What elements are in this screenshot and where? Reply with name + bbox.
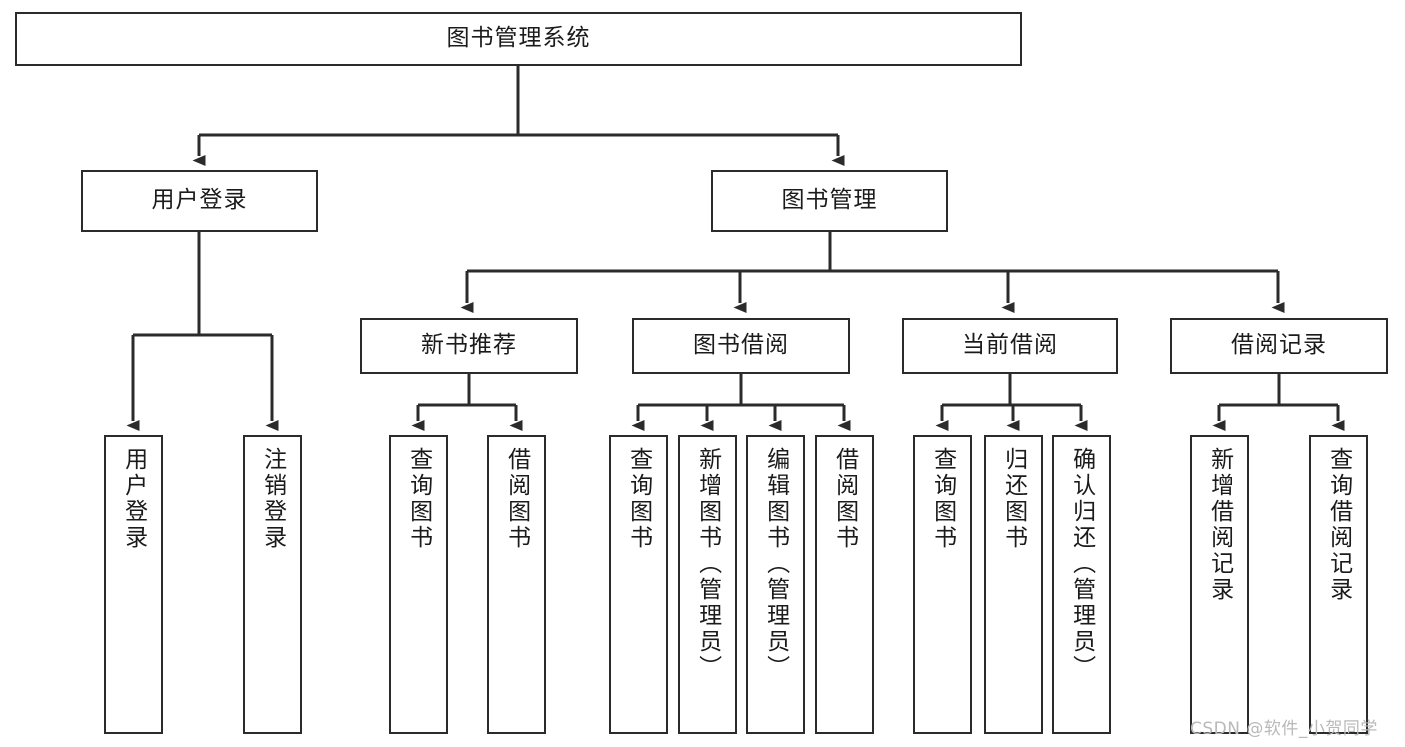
node-borrow-record[interactable]: 借阅记录 bbox=[1170, 318, 1388, 374]
node-leaf-query-book-2[interactable]: 查询图书 bbox=[609, 435, 668, 734]
node-leaf-user-logout-label: 注销登录 bbox=[259, 447, 286, 551]
node-leaf-add-book[interactable]: 新增图书（管理员） bbox=[678, 435, 737, 734]
node-leaf-user-logout[interactable]: 注销登录 bbox=[243, 435, 302, 734]
node-leaf-user-login[interactable]: 用户登录 bbox=[104, 435, 163, 734]
node-leaf-confirm-return-label: 确认归还（管理员） bbox=[1068, 447, 1095, 681]
node-leaf-return-book[interactable]: 归还图书 bbox=[984, 435, 1043, 734]
node-leaf-add-book-label: 新增图书（管理员） bbox=[694, 447, 721, 681]
node-leaf-borrow-book-2-label: 借阅图书 bbox=[831, 447, 858, 551]
node-borrow-record-label: 借阅记录 bbox=[1231, 332, 1327, 359]
node-book-manage[interactable]: 图书管理 bbox=[711, 170, 948, 232]
node-leaf-query-book-3-label: 查询图书 bbox=[929, 447, 956, 551]
node-leaf-add-record-label: 新增借阅记录 bbox=[1206, 447, 1233, 603]
node-new-book-rec-label: 新书推荐 bbox=[421, 332, 517, 359]
node-leaf-borrow-book-1-label: 借阅图书 bbox=[503, 447, 530, 551]
node-current-borrow[interactable]: 当前借阅 bbox=[902, 318, 1118, 374]
node-root-label: 图书管理系统 bbox=[446, 25, 591, 52]
node-leaf-user-login-label: 用户登录 bbox=[120, 447, 147, 551]
node-leaf-confirm-return[interactable]: 确认归还（管理员） bbox=[1052, 435, 1111, 734]
node-leaf-borrow-book-2[interactable]: 借阅图书 bbox=[815, 435, 874, 734]
node-current-borrow-label: 当前借阅 bbox=[962, 332, 1058, 359]
node-book-manage-label: 图书管理 bbox=[781, 187, 878, 214]
node-user-login[interactable]: 用户登录 bbox=[81, 170, 318, 232]
node-book-borrow[interactable]: 图书借阅 bbox=[632, 318, 850, 374]
node-new-book-rec[interactable]: 新书推荐 bbox=[360, 318, 578, 374]
node-leaf-query-book-1-label: 查询图书 bbox=[405, 447, 432, 551]
node-root[interactable]: 图书管理系统 bbox=[15, 12, 1022, 66]
node-user-login-label: 用户登录 bbox=[151, 187, 248, 214]
node-leaf-query-record-label: 查询借阅记录 bbox=[1325, 447, 1352, 603]
csdn-watermark: CSDN @软件_小贺同学 bbox=[1190, 719, 1378, 739]
node-leaf-query-record[interactable]: 查询借阅记录 bbox=[1309, 435, 1368, 734]
node-leaf-return-book-label: 归还图书 bbox=[1000, 447, 1027, 551]
node-leaf-edit-book-label: 编辑图书（管理员） bbox=[762, 447, 789, 681]
node-leaf-add-record[interactable]: 新增借阅记录 bbox=[1190, 435, 1249, 734]
node-leaf-query-book-2-label: 查询图书 bbox=[625, 447, 652, 551]
node-leaf-query-book-1[interactable]: 查询图书 bbox=[389, 435, 448, 734]
node-book-borrow-label: 图书借阅 bbox=[693, 332, 789, 359]
node-leaf-edit-book[interactable]: 编辑图书（管理员） bbox=[746, 435, 805, 734]
node-leaf-borrow-book-1[interactable]: 借阅图书 bbox=[487, 435, 546, 734]
node-leaf-query-book-3[interactable]: 查询图书 bbox=[913, 435, 972, 734]
